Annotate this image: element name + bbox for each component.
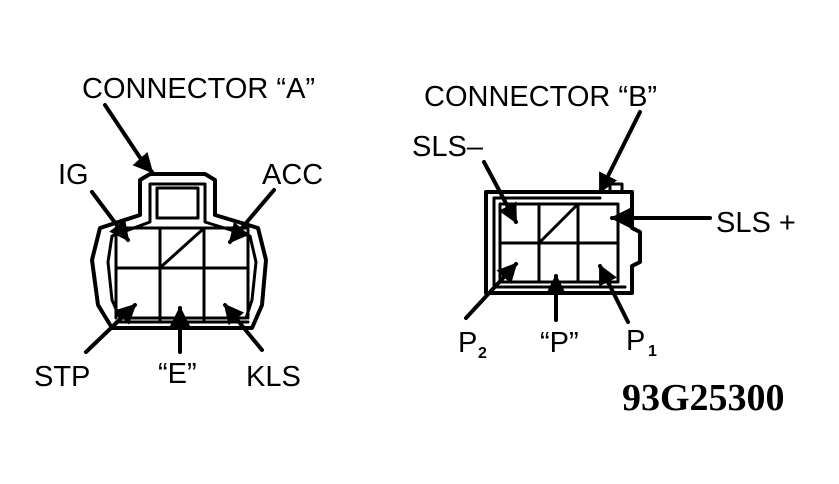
stp-leader <box>84 303 137 354</box>
connector-a-top-row <box>114 226 250 270</box>
connector-a-title-leader <box>103 103 154 174</box>
connector-a-blank-cavity <box>160 228 204 268</box>
kls-leader <box>223 303 264 352</box>
acc-leader <box>228 188 276 244</box>
connector-b-title-leader <box>598 110 642 194</box>
connector-a-inner <box>106 182 258 320</box>
e-label: “E” <box>158 358 197 390</box>
ig-leader <box>90 190 130 242</box>
kls-label: KLS <box>246 361 301 393</box>
connector-a: CONNECTOR “A” IG ACC STP “E” KLS <box>34 73 323 393</box>
connector-b-blank-cavity <box>539 204 578 243</box>
connector-a-latch <box>155 186 200 220</box>
p2-label: P <box>458 327 477 359</box>
p2-leader <box>464 262 518 320</box>
connector-b: CONNECTOR “B” SLS– SLS + P 2 “P” P 1 <box>412 81 796 362</box>
connector-a-title: CONNECTOR “A” <box>82 73 315 105</box>
connector-b-housing <box>484 190 642 295</box>
p-label: “P” <box>540 327 579 359</box>
figure-id: 93G25300 <box>622 377 785 419</box>
p1-label: P <box>626 325 645 357</box>
stp-label: STP <box>34 361 90 393</box>
sls-plus-label: SLS + <box>716 207 796 239</box>
p1-subscript: 1 <box>648 343 657 360</box>
acc-label: ACC <box>262 159 323 191</box>
sls-minus-label: SLS– <box>412 131 484 163</box>
connector-a-housing <box>90 172 268 330</box>
p2-subscript: 2 <box>478 345 487 362</box>
ig-label: IG <box>58 159 89 191</box>
p1-leader <box>598 264 630 324</box>
connector-b-title: CONNECTOR “B” <box>424 81 657 113</box>
sls-minus-leader <box>482 160 518 224</box>
